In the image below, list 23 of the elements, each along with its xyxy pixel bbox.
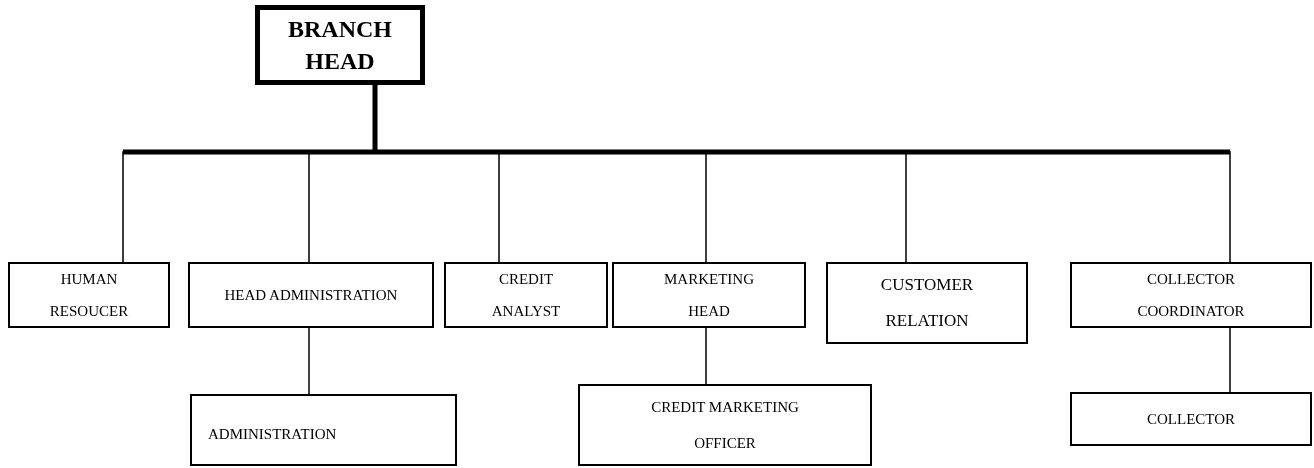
org-box: [578, 384, 872, 466]
role-title: CREDIT ANALYST: [490, 270, 562, 321]
role-title: ADMINISTRATION: [208, 425, 337, 444]
org-box: [1070, 262, 1312, 328]
role-title: HEAD ADMINISTRATION: [224, 286, 398, 305]
role-title: MARKETING HEAD: [663, 270, 755, 321]
role-title: HUMAN RESOUCER: [48, 270, 130, 321]
role-title: CREDIT MARKETING OFFICER: [650, 398, 800, 453]
connector-line: [705, 327, 707, 385]
connector-line: [308, 327, 310, 395]
role-title: BRANCH HEAD: [287, 15, 393, 76]
org-box: [190, 394, 457, 466]
org-box: [8, 262, 170, 328]
org-box: [255, 5, 425, 85]
role-title: COLLECTOR COORDINATOR: [1136, 270, 1246, 321]
org-box: [826, 262, 1028, 344]
role-title: COLLECTOR: [1146, 410, 1236, 429]
connector-line: [1229, 327, 1231, 393]
org-box: [444, 262, 608, 328]
org-box: [612, 262, 806, 328]
org-box: [1070, 392, 1312, 446]
role-title: CUSTOMER RELATION: [879, 274, 975, 332]
org-box: [188, 262, 434, 328]
